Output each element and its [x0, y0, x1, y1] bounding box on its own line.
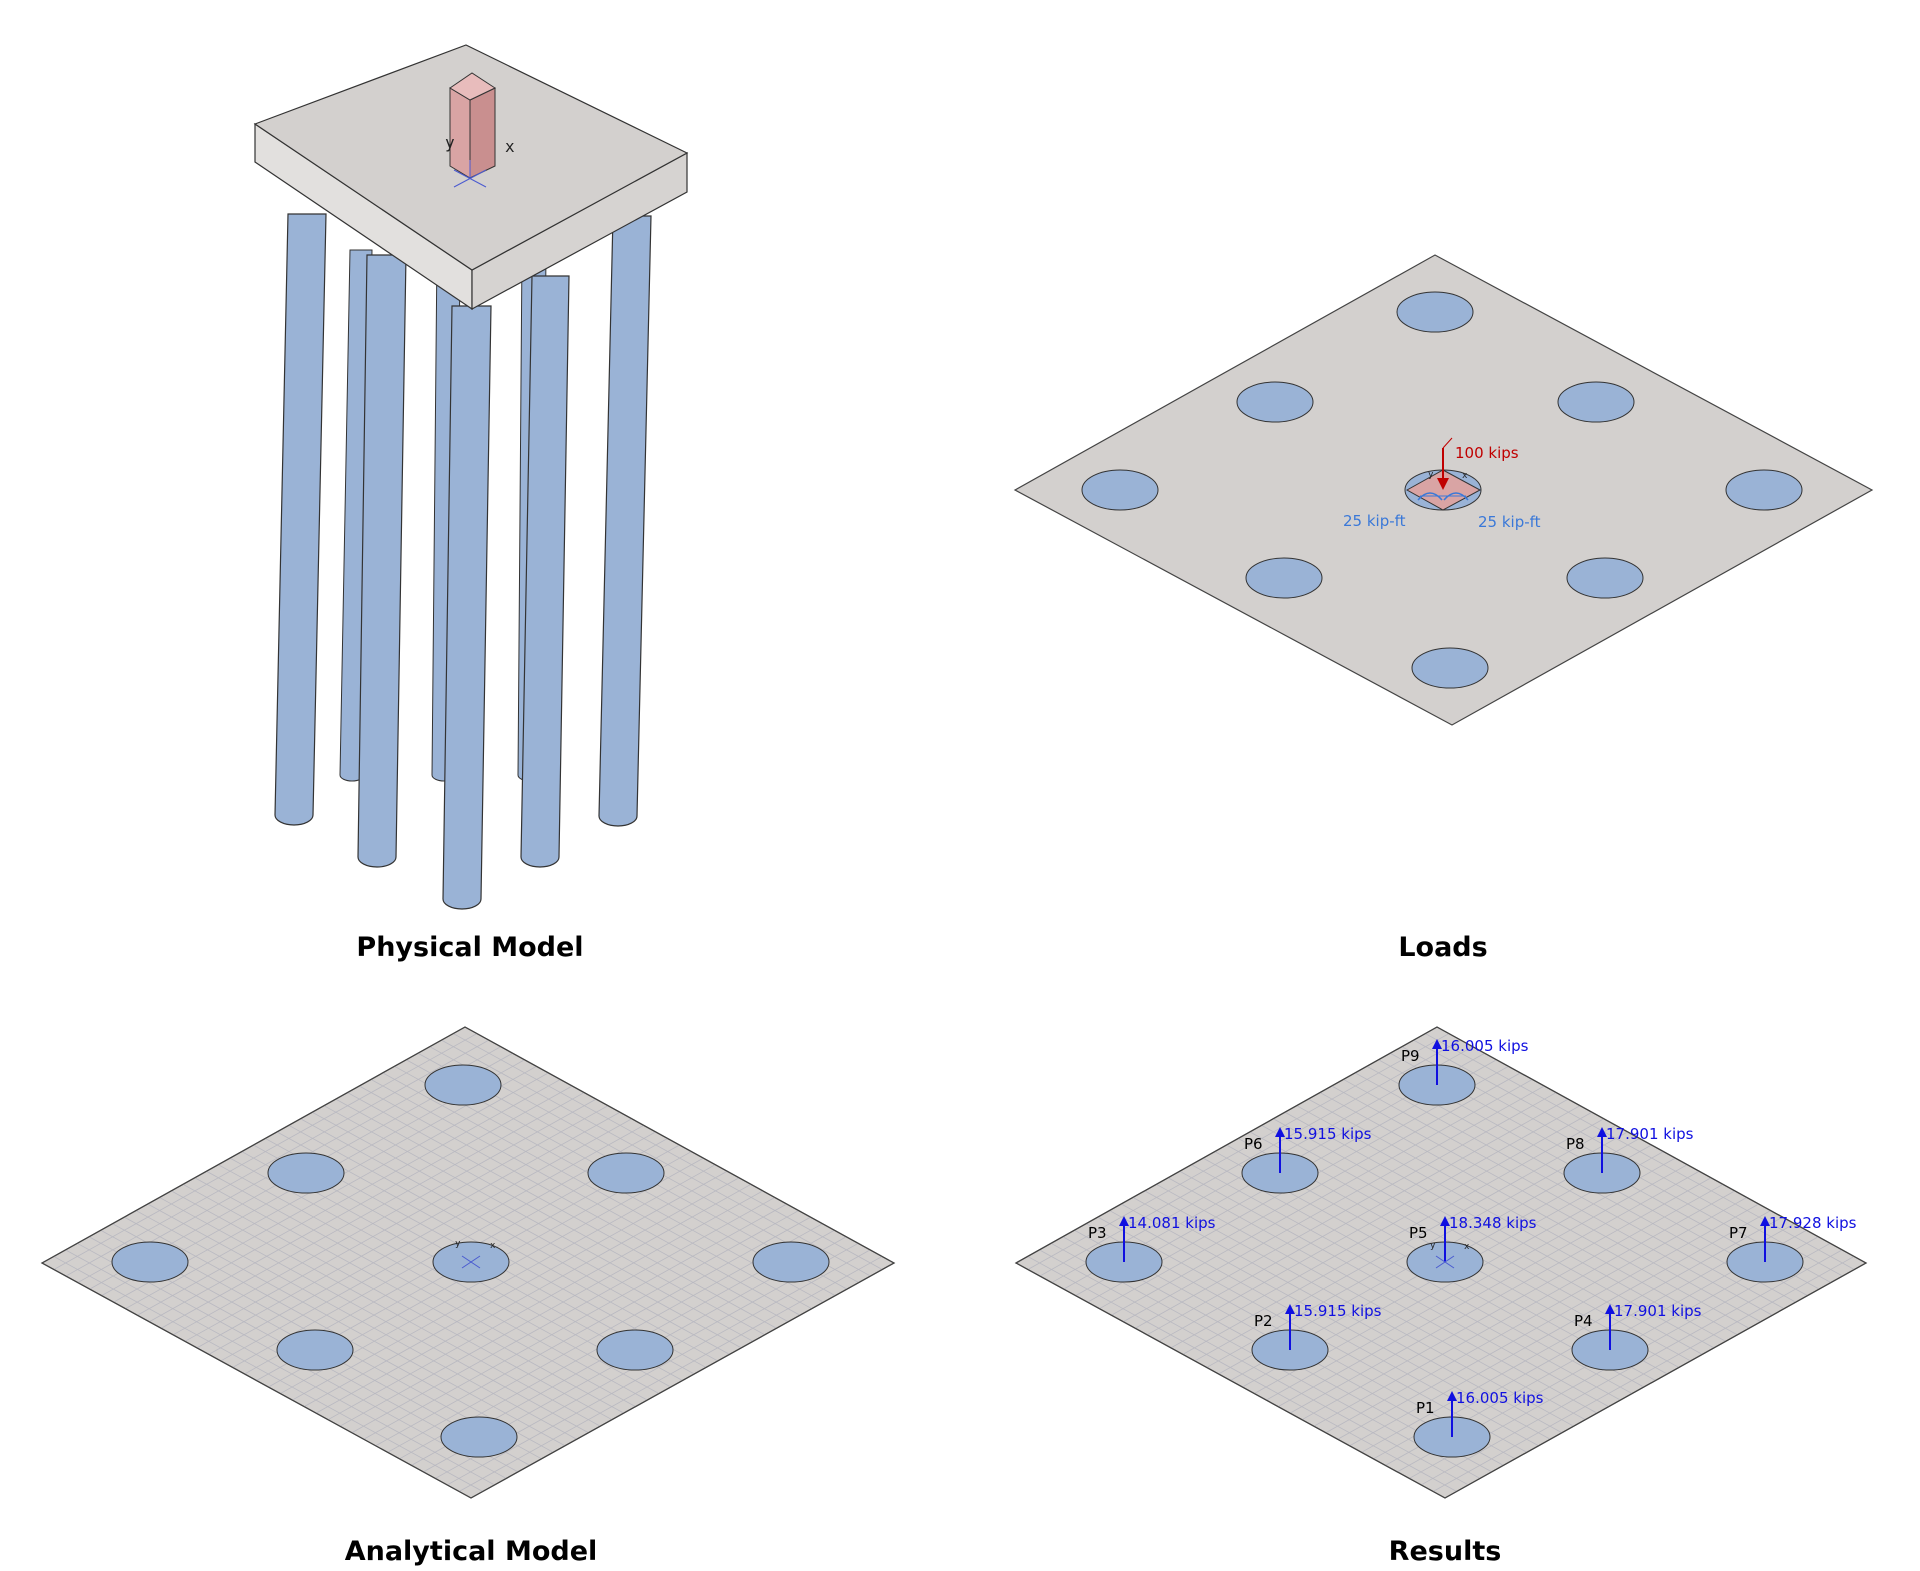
- pile-node: [267, 1152, 345, 1194]
- reaction-arrowhead: [1605, 1304, 1615, 1314]
- reaction-value: 17.901 kips: [1606, 1125, 1694, 1143]
- pile-label: P3: [1088, 1224, 1107, 1242]
- pile-footprint: [1566, 557, 1644, 599]
- analytical-model-caption: Analytical Model: [345, 1536, 598, 1567]
- x-axis-label: x: [1464, 1242, 1470, 1252]
- y-axis-label: y: [455, 1239, 461, 1249]
- pile-footprint: [1557, 381, 1635, 423]
- reaction-arrowhead: [1440, 1216, 1450, 1226]
- pile-footprint: [1725, 469, 1803, 511]
- reaction-arrowhead: [1760, 1216, 1770, 1226]
- x-axis-label: x: [505, 137, 515, 156]
- mesh-line: [453, 1033, 883, 1270]
- pile: [442, 305, 492, 910]
- y-axis-label: y: [1428, 470, 1434, 480]
- mesh-grid: [1027, 1033, 1855, 1492]
- pile-label: P8: [1566, 1135, 1585, 1153]
- reaction-arrowhead: [1119, 1216, 1129, 1226]
- physical-model-panel: y x Physical Model: [253, 44, 689, 963]
- reaction-value: 15.915 kips: [1294, 1302, 1382, 1320]
- moment-label-left: 25 kip-ft: [1343, 512, 1406, 530]
- reaction-value: 17.928 kips: [1769, 1214, 1857, 1232]
- pile-node: [111, 1241, 189, 1283]
- reaction-arrowhead: [1432, 1039, 1442, 1049]
- pile: [274, 213, 327, 826]
- pile: [598, 215, 652, 827]
- reaction-arrowhead: [1285, 1304, 1295, 1314]
- pile-label: P7: [1729, 1224, 1748, 1242]
- pile-node: [587, 1152, 665, 1194]
- pile-node: [276, 1329, 354, 1371]
- pile-label: P1: [1416, 1399, 1435, 1417]
- reaction-value: 14.081 kips: [1128, 1214, 1216, 1232]
- moment-symbols: y x: [1417, 470, 1469, 501]
- pile-node: [440, 1416, 518, 1458]
- reaction-value: 17.901 kips: [1614, 1302, 1702, 1320]
- mesh-line: [446, 1249, 871, 1486]
- pile: [357, 254, 407, 868]
- reaction-arrowhead: [1447, 1391, 1457, 1401]
- pile-label: P9: [1401, 1047, 1420, 1065]
- reaction-value: 16.005 kips: [1456, 1389, 1544, 1407]
- loads-caption: Loads: [1398, 932, 1487, 963]
- column: [449, 72, 497, 179]
- loads-panel: 100 kips y x 25 kip-ft 25 kip-ft Loads: [1013, 254, 1874, 963]
- local-axes: y x: [455, 1239, 496, 1269]
- pile: [520, 275, 570, 868]
- pile-label: P6: [1244, 1135, 1263, 1153]
- mesh-line: [441, 1039, 871, 1277]
- x-axis-label: x: [490, 1241, 496, 1251]
- y-axis-label: y: [445, 133, 455, 152]
- reaction-value: 15.915 kips: [1284, 1125, 1372, 1143]
- pile-footprint: [1396, 291, 1474, 333]
- pile-footprint: [1236, 381, 1314, 423]
- reaction-value: 16.005 kips: [1441, 1037, 1529, 1055]
- physical-model-caption: Physical Model: [356, 932, 583, 963]
- x-axis-label: x: [1462, 471, 1468, 481]
- reaction-arrowhead: [1275, 1127, 1285, 1137]
- pile-footprint: [1411, 647, 1489, 689]
- local-axes: y x: [445, 133, 515, 188]
- pile-label: P4: [1574, 1312, 1593, 1330]
- pile-label: P2: [1254, 1312, 1273, 1330]
- axial-load-arrow: 100 kips: [1437, 437, 1519, 490]
- axial-load-label: 100 kips: [1455, 444, 1519, 462]
- pile-node: [596, 1329, 674, 1371]
- reaction-arrowhead: [1597, 1127, 1607, 1137]
- mesh-line: [1432, 1256, 1855, 1492]
- local-axes: y x: [1430, 1241, 1470, 1269]
- y-axis-label: y: [1430, 1241, 1436, 1251]
- mesh-line: [1420, 1249, 1843, 1486]
- analytical-model-panel: y x Analytical Model: [40, 1026, 896, 1567]
- pile-node: [424, 1064, 502, 1106]
- moment-label-right: 25 kip-ft: [1478, 513, 1541, 531]
- results-caption: Results: [1389, 1536, 1502, 1567]
- mesh-line: [1425, 1033, 1855, 1270]
- reaction-value: 18.348 kips: [1449, 1214, 1537, 1232]
- pile-footprint: [1081, 469, 1159, 511]
- pile-footprint: [1245, 557, 1323, 599]
- pile-node: [752, 1241, 830, 1283]
- mesh-line: [458, 1256, 883, 1492]
- pile-label: P5: [1409, 1224, 1428, 1242]
